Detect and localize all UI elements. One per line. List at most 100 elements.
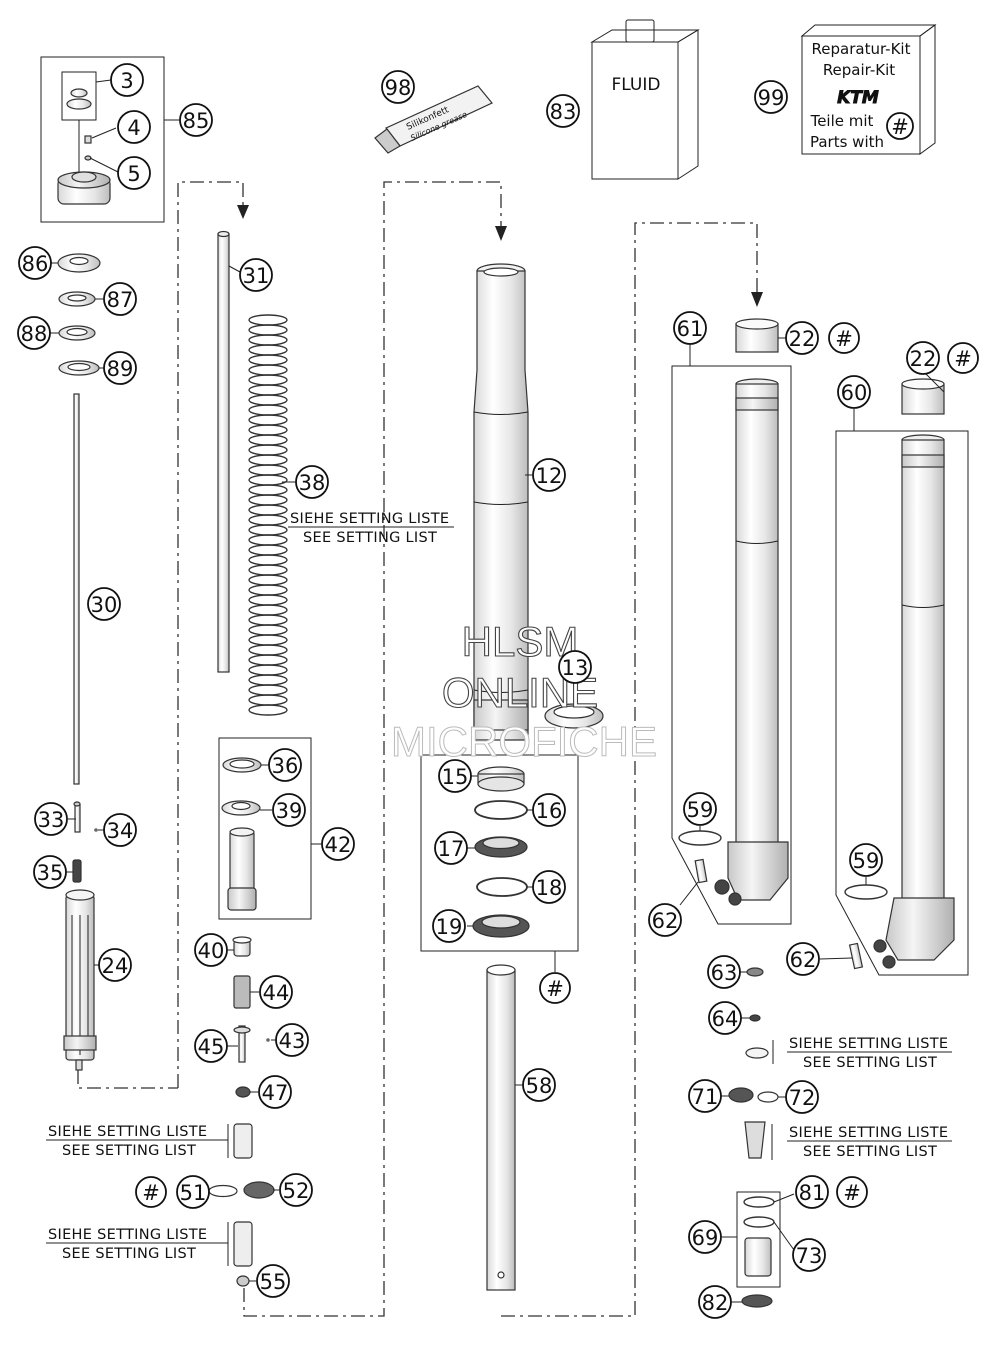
callout-22a: 22 xyxy=(785,321,819,355)
spring-coil xyxy=(248,674,288,686)
callout-71-label: 71 xyxy=(692,1085,719,1109)
assembly-path-bottom-left xyxy=(77,1070,178,1089)
callout-55-circle xyxy=(256,1264,290,1298)
callout-39: 39 xyxy=(272,793,306,827)
callout-24-label: 24 xyxy=(102,954,129,978)
callout-39-circle xyxy=(272,793,306,827)
callout-62a: 62 xyxy=(648,903,682,937)
callout-18: 18 xyxy=(532,870,566,904)
callout-18-label: 18 xyxy=(536,876,563,900)
lower-tube-58 xyxy=(486,964,516,1291)
callout-5: 5 xyxy=(117,156,151,190)
silicone-grease-tube: Silikonfett Silicone grease xyxy=(374,85,493,154)
callout-36-circle xyxy=(268,748,302,782)
callout-58-label: 58 xyxy=(526,1074,553,1098)
callout-64-label: 64 xyxy=(712,1007,739,1031)
spring-coil xyxy=(248,394,288,406)
callout-81-label: 81 xyxy=(799,1181,826,1205)
callout-82-label: 82 xyxy=(702,1291,729,1315)
callout-71-circle xyxy=(688,1079,722,1113)
callout-24: 24 xyxy=(98,948,132,982)
spring-coil xyxy=(248,594,288,606)
cartridge-cap-part xyxy=(57,71,111,205)
callout-33-label: 33 xyxy=(38,808,65,832)
callout-52-label: 52 xyxy=(283,1179,310,1203)
callout-19-circle xyxy=(432,909,466,943)
spring-coil xyxy=(248,414,288,426)
hash-bushing: # xyxy=(539,972,571,1004)
o-ring-59b xyxy=(844,884,888,900)
assembly-path-left xyxy=(177,181,244,1088)
callout-19: 19 xyxy=(432,909,466,943)
spring-coil xyxy=(248,514,288,526)
callout-19-label: 19 xyxy=(436,915,463,939)
assembly-path-right xyxy=(501,222,758,1317)
watermark-line-1: HLSM xyxy=(462,618,579,665)
callout-44-label: 44 xyxy=(263,981,290,1005)
callout-5-label: 5 xyxy=(127,162,140,186)
spring-coil xyxy=(248,374,288,386)
callout-3-label: 3 xyxy=(120,69,133,93)
bushing-set-frame xyxy=(420,754,579,952)
damper-rod-part xyxy=(217,233,230,673)
callout-38: 38 xyxy=(295,465,329,499)
hash-bushing-circle xyxy=(539,972,571,1004)
assembly-path-center xyxy=(243,181,502,1317)
callout-12: 12 xyxy=(532,458,566,492)
callout-85-circle xyxy=(179,103,213,137)
arrow-head-31 xyxy=(237,205,249,219)
callout-72: 72 xyxy=(785,1080,819,1114)
callout-13: 13 xyxy=(558,650,592,684)
spring-coil xyxy=(248,494,288,506)
callout-81-circle xyxy=(795,1175,829,1209)
callout-30-circle xyxy=(87,587,121,621)
spring-coil xyxy=(248,474,288,486)
callout-42-circle xyxy=(321,827,355,861)
spring-coil xyxy=(248,584,288,596)
hash-81-label: # xyxy=(843,1181,861,1205)
callout-47-label: 47 xyxy=(262,1081,289,1105)
spring-coil xyxy=(248,354,288,366)
callout-88: 88 xyxy=(17,316,51,350)
spring-coil xyxy=(248,464,288,476)
arrow-head-22 xyxy=(751,292,763,307)
spring-coil xyxy=(248,384,288,396)
callout-13-circle xyxy=(558,650,592,684)
callout-59a: 59 xyxy=(683,792,717,826)
callout-61-circle xyxy=(673,311,707,345)
callout-17-circle xyxy=(434,831,468,865)
callout-82: 82 xyxy=(698,1285,732,1319)
callout-72-label: 72 xyxy=(789,1086,816,1110)
setting-note-3-en: SEE SETTING LIST xyxy=(803,1144,937,1160)
callout-62a-circle xyxy=(648,903,682,937)
callout-33: 33 xyxy=(34,802,68,836)
callout-47: 47 xyxy=(258,1075,292,1109)
callout-22b-circle xyxy=(906,341,940,375)
outer-tube-left-frame xyxy=(671,365,792,925)
setting-note-5-en: SEE SETTING LIST xyxy=(62,1246,196,1262)
callout-83: 83 xyxy=(546,94,580,128)
callout-40: 40 xyxy=(194,933,228,967)
callout-73: 73 xyxy=(792,1238,826,1272)
callout-99-label: 99 xyxy=(758,86,785,110)
callout-51: 51 xyxy=(176,1175,210,1209)
spring-coil xyxy=(248,574,288,586)
spring-coil xyxy=(248,484,288,496)
callout-64: 64 xyxy=(708,1001,742,1035)
callout-52-circle xyxy=(279,1173,313,1207)
callout-45-circle xyxy=(194,1029,228,1063)
callout-87-circle xyxy=(103,282,137,316)
callout-4-circle xyxy=(117,110,151,144)
callout-47-circle xyxy=(258,1075,292,1109)
callout-34: 34 xyxy=(103,813,137,847)
callout-13-label: 13 xyxy=(562,656,589,680)
callout-38-label: 38 xyxy=(299,471,326,495)
watermark: HLSM ONLINE MICROFICHE xyxy=(391,617,658,765)
cartridge-cap-frame xyxy=(40,56,165,223)
callout-22b-label: 22 xyxy=(910,347,937,371)
inner-tube-part xyxy=(473,263,529,741)
setting-note-3: SIEHE SETTING LISTE SEE SETTING LIST xyxy=(771,1124,952,1160)
callout-31: 31 xyxy=(239,258,273,292)
arrow-head-12 xyxy=(495,226,507,241)
callout-87-label: 87 xyxy=(107,288,134,312)
